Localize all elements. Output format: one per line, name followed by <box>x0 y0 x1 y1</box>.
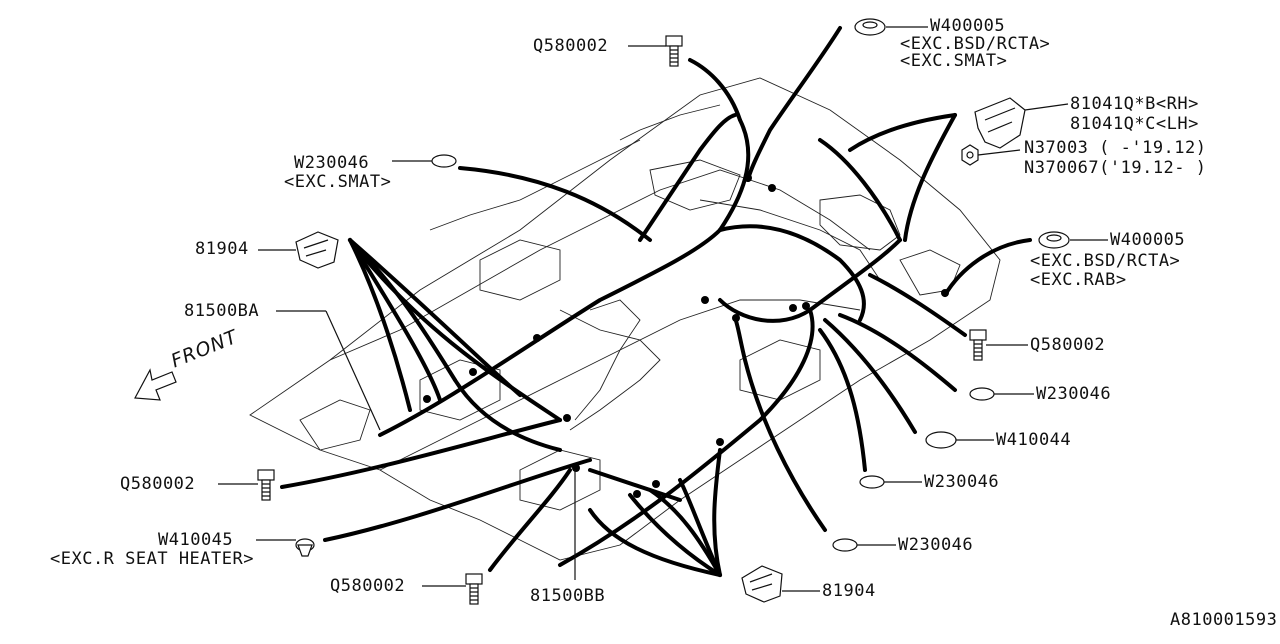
label-bracket-lh: 81041Q*C<LH> <box>1070 114 1199 134</box>
bracket-icon <box>974 97 1026 149</box>
label-81904-bottom: 81904 <box>822 581 876 601</box>
connector-dots <box>423 174 949 498</box>
note-w400005-right-2: <EXC.RAB> <box>1030 270 1127 290</box>
note-w230046-top: <EXC.SMAT> <box>284 172 392 192</box>
plug-icon <box>969 387 995 401</box>
label-w230046-right-1: W230046 <box>1036 384 1112 404</box>
harness-lines <box>280 26 1032 577</box>
label-q580002-left: Q580002 <box>120 474 196 494</box>
label-w230046-right-3: W230046 <box>898 535 974 555</box>
label-81500ba: 81500BA <box>184 301 260 321</box>
grommet-icon <box>1038 231 1070 249</box>
label-q580002-bottom: Q580002 <box>330 576 406 596</box>
bolt-icon <box>665 35 683 67</box>
plug-icon <box>431 154 457 168</box>
grommet-icon <box>925 431 957 449</box>
note-w400005-top-2: <EXC.SMAT> <box>900 51 1008 71</box>
plug-icon <box>832 538 858 552</box>
label-q580002-right: Q580002 <box>1030 335 1106 355</box>
label-w410044: W410044 <box>996 430 1072 450</box>
front-arrow-icon <box>134 368 177 401</box>
leader-lines <box>218 26 1108 592</box>
label-81500bb: 81500BB <box>530 586 606 606</box>
label-n37003: N37003 ( -'19.12) <box>1024 138 1207 158</box>
label-w400005-right: W400005 <box>1110 230 1186 250</box>
label-w400005-top: W400005 <box>930 16 1006 36</box>
note-w410045: <EXC.R SEAT HEATER> <box>50 549 254 569</box>
clip-icon <box>295 231 339 269</box>
label-w410045: W410045 <box>158 530 234 550</box>
bolt-icon <box>465 573 483 605</box>
grommet-icon <box>295 538 315 557</box>
note-w400005-right-1: <EXC.BSD/RCTA> <box>1030 251 1181 271</box>
bolt-icon <box>969 329 987 361</box>
label-w230046-top: W230046 <box>294 153 370 173</box>
drawing-number: A810001593 <box>1170 610 1278 630</box>
note-w400005-top-1: <EXC.BSD/RCTA> <box>900 34 1051 54</box>
plug-icon <box>859 475 885 489</box>
grommet-icon <box>854 18 886 36</box>
nut-icon <box>961 144 979 166</box>
clip-icon <box>741 565 783 603</box>
label-n370067: N370067('19.12- ) <box>1024 158 1207 178</box>
bolt-icon <box>257 469 275 501</box>
vehicle-body-outline <box>249 77 1001 561</box>
label-q580002-top: Q580002 <box>533 36 609 56</box>
label-81904-left: 81904 <box>195 239 249 259</box>
label-w230046-right-2: W230046 <box>924 472 1000 492</box>
label-bracket-rh: 81041Q*B<RH> <box>1070 94 1199 114</box>
